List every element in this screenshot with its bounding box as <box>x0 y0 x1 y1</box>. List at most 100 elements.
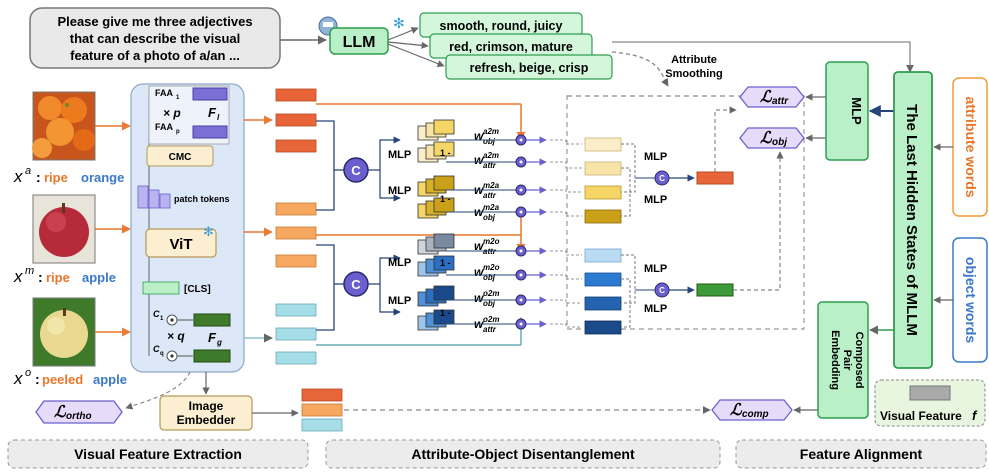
one-minus-1: 1 - <box>440 148 451 158</box>
prompt-line-1: Please give me three adjectives <box>57 14 252 29</box>
robot-icon-eyes <box>323 22 333 27</box>
input-o-obj: apple <box>93 372 127 387</box>
times-q: × q <box>167 329 185 343</box>
embedder-tokens <box>301 388 343 432</box>
loss-ortho-sub: ortho <box>66 411 92 422</box>
weight-7-sup: o2m <box>483 315 499 324</box>
patch-token-2 <box>148 189 160 209</box>
input-o-colon: : <box>35 371 40 387</box>
feature-tokens-orange <box>275 88 317 153</box>
weight-6-sub: obj <box>483 299 496 308</box>
llm-to-mllm-line <box>612 41 914 73</box>
loss-comp-sub: comp <box>742 409 769 420</box>
mix-connector-0 <box>550 139 582 145</box>
one-minus-4: 1 - <box>440 308 451 318</box>
concat-top: C <box>343 157 369 183</box>
loss-attr-sym: ℒ <box>760 89 773 106</box>
loss-comp: ℒ comp <box>711 399 793 421</box>
top-bracket <box>316 120 335 211</box>
faa-1-token <box>192 87 228 101</box>
mini-token-4-2 <box>433 233 455 249</box>
image-orange <box>32 91 96 161</box>
attribute-words-box: attribute words <box>952 77 988 217</box>
mixed-tokens-bottom <box>584 248 622 335</box>
faa-1-label: FAA <box>155 88 174 98</box>
mix-op-dot-3 <box>519 210 523 214</box>
image-embedder-line-1: Image <box>189 399 224 413</box>
composed-line-1: Composed <box>853 332 865 389</box>
section-visual-feature-extraction: Visual Feature Extraction <box>7 439 309 469</box>
input-o-attr: peeled <box>42 372 83 387</box>
weight-5-sub: obj <box>483 273 496 282</box>
weight-0-sup: a2m <box>483 127 499 136</box>
weight-2-sub: attr <box>483 191 497 200</box>
image-apple-ripe <box>32 194 96 264</box>
section-3-label: Feature Alignment <box>800 446 923 462</box>
llm-out-arrow-3 <box>387 43 445 67</box>
weight-5-sup: m2o <box>483 263 500 272</box>
mix-connector-5 <box>550 274 582 280</box>
llm-output-1: smooth, round, juicy <box>440 19 563 33</box>
mini-token-2-2 <box>433 175 455 191</box>
weight-3-sub: obj <box>483 213 496 222</box>
mlp-label-7: MLP <box>644 263 667 275</box>
weight-1-sup: a2m <box>483 151 499 160</box>
feature-tokens-blue <box>275 303 317 365</box>
mlp-label-5: MLP <box>644 151 667 163</box>
mllm-label: The Last Hidden States of MLLM <box>903 104 920 336</box>
mini-token-5-2 <box>433 255 455 271</box>
input-m-attr: ripe <box>46 270 70 285</box>
mix-op-dot-6 <box>519 298 523 302</box>
mix-connector-2 <box>550 189 582 193</box>
weight-4-sup: m2o <box>483 237 500 246</box>
mini-token-stacks <box>417 119 455 331</box>
weight-1-sub: attr <box>483 161 497 170</box>
weight-6-sup: o2m <box>483 289 499 298</box>
attribute-smoothing-1: Attribute <box>671 54 717 66</box>
visual-feature-var: f <box>972 408 978 423</box>
faa-p-sub: p <box>176 129 180 135</box>
loss-obj: ℒ obj <box>739 127 805 149</box>
attr-feature-token <box>696 171 734 185</box>
cls-token <box>142 281 180 295</box>
concat-right-bottom-label: C <box>659 286 665 295</box>
composed-line-2: Pair <box>841 350 853 372</box>
visual-feature-legend: Visual Feature f <box>874 379 986 427</box>
mix-connector-6 <box>550 299 582 304</box>
input-o-sup: o <box>25 367 31 379</box>
weight-5-var: w <box>474 265 484 279</box>
visual-encoder-panel: FAA 1 × p F l FAA p CMC patch tokens ViT… <box>130 83 245 373</box>
loss-attr: ℒ attr <box>739 86 805 108</box>
patch-token-3 <box>159 193 171 209</box>
mix-op-dot-1 <box>519 160 523 164</box>
loss-comp-sym: ℒ <box>730 402 743 419</box>
llm-block: LLM ✻ <box>318 15 405 55</box>
mlp-label-3: MLP <box>388 257 411 269</box>
c1-sub: 1 <box>160 316 164 322</box>
fl-var: F <box>208 105 217 120</box>
faa-p-token <box>192 125 228 139</box>
input-m-var: x <box>13 267 23 286</box>
input-label-a: x a : ripe orange <box>13 165 124 186</box>
one-minus-3: 1 - <box>440 258 451 268</box>
weight-2-sup: m2a <box>483 181 500 190</box>
mix-op-dot-4 <box>519 249 523 253</box>
input-label-m: x m : ripe apple <box>13 265 116 286</box>
section-feature-alignment: Feature Alignment <box>735 439 987 469</box>
visual-feature-token <box>909 385 951 401</box>
mix-op-dot-5 <box>519 273 523 277</box>
mini-token-1-2 <box>433 141 455 157</box>
input-a-attr: ripe <box>44 170 68 185</box>
cmc-label: CMC <box>169 152 192 163</box>
fl-sub: l <box>217 113 220 122</box>
composed-line-3: Embedding <box>829 330 841 390</box>
mini-token-3-2 <box>433 197 455 213</box>
attribute-smoothing-arrow <box>611 51 669 87</box>
object-words-label: object words <box>963 257 979 344</box>
input-a-obj: orange <box>81 170 124 185</box>
faa-1-sub: 1 <box>176 95 180 101</box>
cls-label: [CLS] <box>184 284 211 295</box>
mlp-label-2: MLP <box>388 185 411 197</box>
input-m-obj: apple <box>82 270 116 285</box>
